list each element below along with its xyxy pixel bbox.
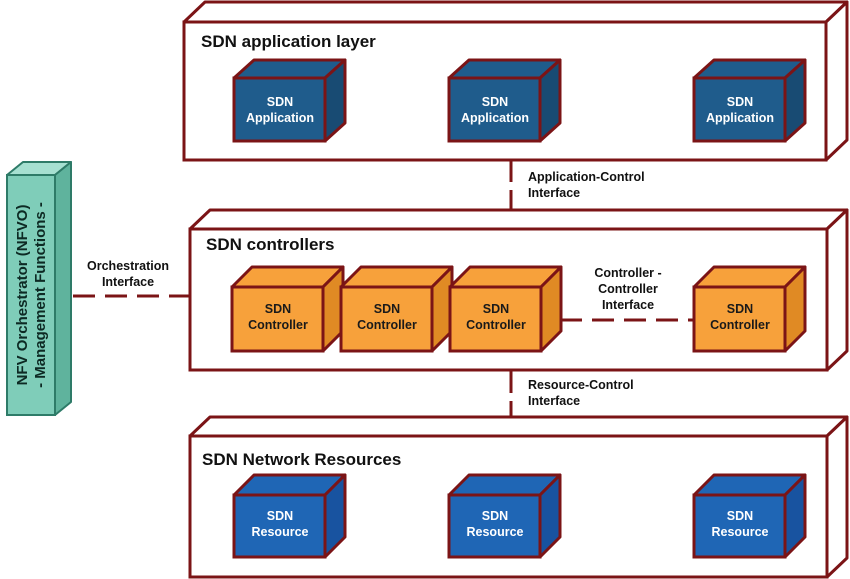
node-label-line2: Resource <box>467 525 524 539</box>
controllers-layer-top <box>188 208 849 231</box>
node-label-line2: Resource <box>252 525 309 539</box>
controllers-layer-title: SDN controllers <box>206 235 334 254</box>
resources-layer-title: SDN Network Resources <box>202 450 401 469</box>
nfvo-front <box>6 174 56 416</box>
orchestration-interface-label: Orchestration <box>87 259 169 273</box>
application-layer-top <box>182 0 849 24</box>
sdn-controllers-layer: SDN controllers SDN Controller SDN Contr… <box>188 208 849 372</box>
sdn-controller-node: SDN Controller <box>692 265 807 353</box>
node-label-line1: SDN <box>727 95 753 109</box>
node-label-line2: Controller <box>710 318 770 332</box>
node-label-line1: SDN <box>374 302 400 316</box>
sdn-resource-node: SDN Resource <box>692 473 807 559</box>
node-label-line1: SDN <box>265 302 291 316</box>
sdn-application-node: SDN Application <box>447 58 562 143</box>
sdn-resource-node: SDN Resource <box>447 473 562 559</box>
node-label-line1: SDN <box>267 509 293 523</box>
sdn-controller-node: SDN Controller <box>230 265 345 353</box>
controllers-layer-side <box>825 208 849 372</box>
resources-layer-top <box>188 415 849 438</box>
node-label-line1: SDN <box>482 95 508 109</box>
node-label-line2: Controller <box>466 318 526 332</box>
node-label-line2: Application <box>246 111 314 125</box>
node-label-line1: SDN <box>482 509 508 523</box>
node-label-line1: SDN <box>267 95 293 109</box>
sdn-application-node: SDN Application <box>692 58 807 143</box>
resource-control-interface-label-2: Interface <box>528 394 580 408</box>
sdn-application-layer: SDN application layer SDN Application SD… <box>182 0 849 162</box>
nfvo-subtitle: - Management Functions - <box>32 202 49 388</box>
node-label-line1: SDN <box>727 509 753 523</box>
nfvo-side <box>54 161 72 416</box>
nfvo-title: NFV Orchestrator (NFVO) <box>14 205 31 386</box>
orchestration-interface-label-2: Interface <box>102 275 154 289</box>
resource-control-interface-label: Resource-Control <box>528 378 634 392</box>
node-label-line1: SDN <box>727 302 753 316</box>
node-label-line2: Resource <box>712 525 769 539</box>
node-label-line2: Application <box>461 111 529 125</box>
node-label-line1: SDN <box>483 302 509 316</box>
sdn-application-node: SDN Application <box>232 58 347 143</box>
node-label-line2: Controller <box>248 318 308 332</box>
application-layer-side <box>824 0 849 162</box>
node-label-line2: Controller <box>357 318 417 332</box>
sdn-controller-node: SDN Controller <box>448 265 563 353</box>
node-label-line2: Application <box>706 111 774 125</box>
application-layer-title: SDN application layer <box>201 32 376 51</box>
controller-controller-interface-label-2: Controller <box>598 282 658 296</box>
application-control-interface-label-2: Interface <box>528 186 580 200</box>
sdn-resource-node: SDN Resource <box>232 473 347 559</box>
controller-controller-interface-label: Controller - <box>594 266 661 280</box>
controller-controller-interface-label-3: Interface <box>602 298 654 312</box>
nfv-orchestrator-block: NFV Orchestrator (NFVO) - Management Fun… <box>6 161 72 416</box>
application-control-interface-label: Application-Control <box>528 170 645 184</box>
sdn-network-resources-layer: SDN Network Resources SDN Resource SDN R… <box>188 415 849 579</box>
sdn-controller-node: SDN Controller <box>339 265 454 353</box>
resources-layer-side <box>825 415 849 579</box>
